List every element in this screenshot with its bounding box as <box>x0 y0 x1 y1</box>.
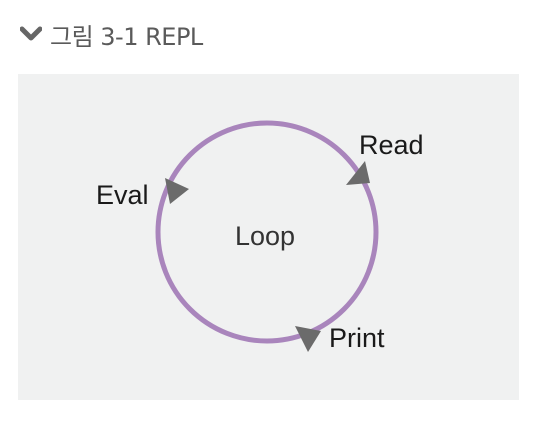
repl-cycle-diagram: Read Eval Print Loop <box>96 120 424 353</box>
loop-ring <box>155 120 379 344</box>
figure-caption: 그림 3-1 REPL <box>20 16 203 52</box>
print-arrow-icon <box>295 326 321 352</box>
eval-arrow-icon <box>165 178 189 204</box>
step-label-read: Read <box>359 130 424 160</box>
read-arrow-icon <box>346 161 370 185</box>
figure-panel: Read Eval Print Loop <box>18 74 519 400</box>
center-label-loop: Loop <box>235 221 295 251</box>
step-label-eval: Eval <box>96 180 149 210</box>
chevron-down-icon <box>20 26 42 41</box>
step-label-print: Print <box>329 323 385 353</box>
figure-caption-text: 그림 3-1 REPL <box>50 22 203 51</box>
